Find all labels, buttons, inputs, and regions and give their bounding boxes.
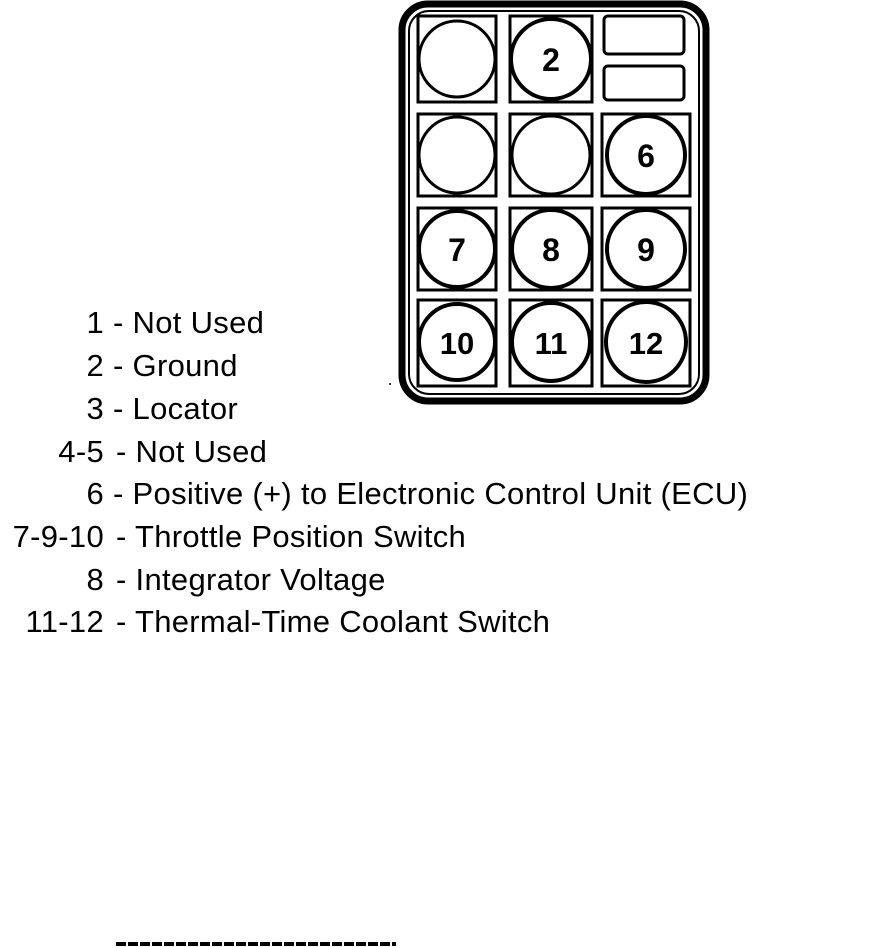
legend-description-text: Thermal-Time Coolant Switch [134, 604, 551, 639]
legend-description-text: Locator [132, 391, 239, 426]
pin-label-10: 10 [440, 326, 474, 361]
legend-description: - Throttle Position Switch [116, 519, 467, 554]
pin-cavity-1 [416, 14, 498, 104]
legend-description-text: Not Used [135, 434, 268, 469]
legend-description: - Thermal-Time Coolant Switch [116, 604, 551, 639]
pin-label-11: 11 [535, 326, 568, 361]
pin-cavity-11: 11 [508, 298, 594, 388]
legend-description: - Not Used [113, 305, 265, 340]
legend-pins: 11-12 [25, 604, 104, 639]
pin-cavity-8: 8 [508, 206, 594, 292]
legend-pins: 1 [86, 305, 104, 340]
legend-description-text: Integrator Voltage [135, 562, 386, 597]
pin-label-8: 8 [542, 232, 560, 268]
pin-cavity-2: 2 [508, 14, 594, 104]
pin-cavity-3-locator [602, 14, 686, 102]
connector-housing-inner [408, 10, 700, 395]
legend-description: - Not Used [116, 434, 268, 469]
legend-pins: 8 [86, 562, 104, 597]
legend-description: - Positive (+) to Electronic Control Uni… [113, 476, 749, 511]
pin-cavity-4 [416, 112, 498, 198]
connector-housing [398, 0, 710, 405]
legend-pins: 6 [86, 476, 104, 511]
legend-pins: 3 [86, 391, 104, 426]
legend-description: - Integrator Voltage [116, 562, 386, 597]
pin-cavity-7: 7 [416, 206, 498, 292]
legend-description-text: Throttle Position Switch [134, 519, 467, 554]
pin-cavity-9: 9 [600, 206, 692, 292]
pin-label-6: 6 [637, 138, 655, 174]
legend-description: - Locator [113, 391, 239, 426]
scan-artifact-line [116, 942, 396, 946]
legend-description-text: Positive (+) to Electronic Control Unit … [132, 476, 749, 511]
legend-pins: 7-9-10 [12, 519, 104, 554]
pin-label-7: 7 [448, 232, 466, 268]
legend-description: - Ground [113, 348, 238, 383]
legend-description-text: Not Used [132, 305, 265, 340]
pin-cavity-10: 10 [416, 298, 498, 388]
legend-description-text: Ground [132, 348, 238, 383]
pin-cavity-5 [508, 112, 594, 198]
pin-cavity-12: 12 [600, 298, 692, 388]
scan-speck [389, 383, 391, 385]
pin-label-9: 9 [637, 232, 655, 268]
pin-label-2: 2 [542, 42, 560, 78]
pin-label-12: 12 [629, 326, 663, 361]
pin-cavity-6: 6 [600, 112, 692, 198]
legend-pins: 2 [86, 348, 104, 383]
legend-pins: 4-5 [58, 434, 104, 469]
